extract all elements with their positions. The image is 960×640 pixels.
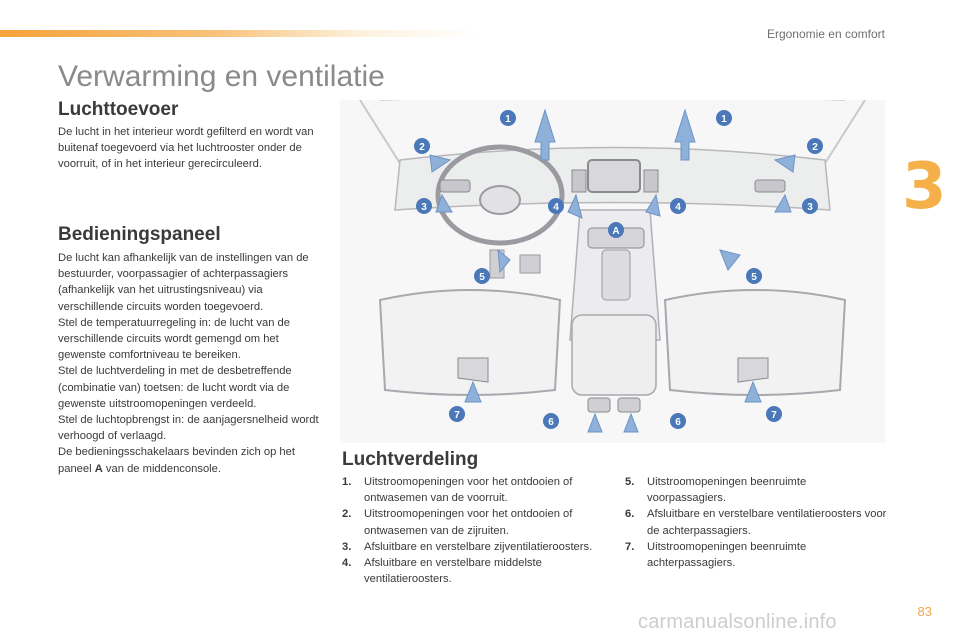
list-item: 3. Afsluitbare en verstelbare zijventilat…	[342, 539, 604, 555]
vent-list-right: 5. Uitstroomopeningen beenruimte voorpass…	[625, 474, 887, 571]
callout-A: A	[608, 222, 624, 238]
callout-6-left-label: 6	[548, 417, 554, 428]
callout-1-right: 1	[716, 110, 732, 126]
luchttoevoer-text: De lucht in het interieur wordt gefilter…	[58, 124, 320, 173]
list-item-text: Afsluitbare en verstelbare middelste ven…	[364, 557, 542, 586]
panel-text-before: De bedieningsschakelaars bevinden zich o…	[58, 446, 295, 475]
callout-3-left: 3	[416, 198, 432, 214]
callout-1-left-label: 1	[505, 114, 511, 125]
callout-2-right-label: 2	[812, 142, 818, 153]
list-item-number: 1.	[342, 476, 352, 488]
bedieningspaneel-paragraph-2: Stel de temperatuurregeling in: de lucht…	[58, 316, 290, 362]
list-item-number: 7.	[625, 540, 635, 553]
section-label: Ergonomie en comfort	[766, 27, 885, 41]
callout-5-right-label: 5	[751, 272, 757, 283]
callout-1-left: 1	[500, 110, 516, 126]
list-item-text: Uitstroomopeningen beenruimte voorpassag…	[647, 476, 807, 505]
heading-luchttoevoer: Luchttoevoer	[58, 99, 179, 120]
list-item-text: Uitstroomopeningen voor het ontdooien of…	[364, 508, 573, 537]
panel-text-after: van de middenconsole.	[102, 462, 221, 475]
list-item-number: 5.	[625, 476, 635, 488]
callout-3-right: 3	[802, 198, 818, 214]
heading-luchtverdeling: Luchtverdeling	[342, 449, 479, 470]
steering-wheel	[435, 144, 565, 246]
page-title: Verwarming en ventilatie	[58, 60, 385, 93]
callout-6-right-label: 6	[675, 417, 681, 428]
luchttoevoer-paragraph: De lucht in het interieur wordt gefilter…	[58, 126, 314, 171]
list-item-number: 4.	[342, 557, 352, 570]
list-item-text: Uitstroomopeningen beenruimte achterpass…	[647, 540, 807, 570]
vent-list-left: 1. Uitstroomopeningen voor het ontdooien …	[342, 474, 604, 587]
callout-2-left: 2	[414, 138, 430, 154]
callouts: 1 1 2 2 3 3 4 4 A 5 5 6 6 7 7	[414, 110, 823, 429]
list-item-text: Uitstroomopeningen voor het ontdooien of…	[364, 476, 573, 505]
callout-5-left: 5	[474, 268, 490, 284]
list-item-text: Afsluitbare en verstelbare ventilatieroo…	[647, 508, 887, 537]
callout-7-left: 7	[449, 406, 465, 422]
center-screen	[587, 159, 641, 193]
callout-4-right: 4	[670, 198, 686, 214]
chapter-number: 3	[902, 150, 947, 224]
list-item: 2. Uitstroomopeningen voor het ontdooien …	[342, 506, 604, 538]
bedieningspaneel-paragraph-1: De lucht kan afhankelijk van de instelli…	[58, 252, 309, 313]
list-item: 1. Uitstroomopeningen voor het ontdooien …	[342, 474, 604, 506]
list-item-number: 3.	[342, 540, 352, 553]
callout-A-label: A	[612, 226, 619, 237]
list-item: 4. Afsluitbare en verstelbare middelste v…	[342, 555, 604, 587]
callout-4-left-label: 4	[553, 202, 559, 213]
bedieningspaneel-paragraph-5: De bedieningsschakelaars bevinden zich o…	[58, 444, 320, 476]
list-item: 5. Uitstroomopeningen beenruimte voorpass…	[625, 474, 887, 506]
page-number: 83	[917, 604, 932, 619]
callout-5-left-label: 5	[479, 272, 485, 283]
callout-1-right-label: 1	[721, 114, 727, 125]
callout-3-left-label: 3	[421, 202, 427, 213]
list-item-number: 2.	[342, 508, 352, 521]
bedieningspaneel-paragraph-4: Stel de luchtopbrengst in: de aanjagersn…	[58, 414, 319, 443]
orange-header-bar	[0, 30, 480, 37]
list-item: 6. Afsluitbare en verstelbare ventilatier…	[625, 506, 887, 538]
panel-letter: A	[94, 462, 103, 475]
watermark: carmanualsonline.info	[638, 611, 837, 633]
list-item-number: 6.	[625, 508, 635, 521]
callout-2-right: 2	[807, 138, 823, 154]
callout-7-left-label: 7	[454, 410, 460, 421]
callout-4-left: 4	[548, 198, 564, 214]
bedieningspaneel-paragraph-3: Stel de luchtverdeling in met de desbetr…	[58, 365, 292, 410]
list-item: 7. Uitstroomopeningen beenruimte achterpa…	[625, 539, 887, 571]
list-item-text: Afsluitbare en verstelbare zijventilatie…	[364, 540, 593, 553]
callout-2-left-label: 2	[419, 142, 425, 153]
callout-6-right: 6	[670, 413, 686, 429]
heading-bedieningspaneel: Bedieningspaneel	[58, 224, 221, 245]
airflow-arrows	[429, 108, 796, 433]
callout-7-right: 7	[766, 406, 782, 422]
bedieningspaneel-text: De lucht kan afhankelijk van de instelli…	[58, 250, 320, 477]
callout-7-right-label: 7	[771, 410, 777, 421]
callout-3-right-label: 3	[807, 202, 813, 213]
callout-5-right: 5	[746, 268, 762, 284]
callout-6-left: 6	[543, 413, 559, 429]
car-interior-illustration: 1 1 2 2 3 3 4 4 A 5 5 6 6 7 7	[340, 100, 885, 443]
callout-4-right-label: 4	[675, 202, 681, 213]
